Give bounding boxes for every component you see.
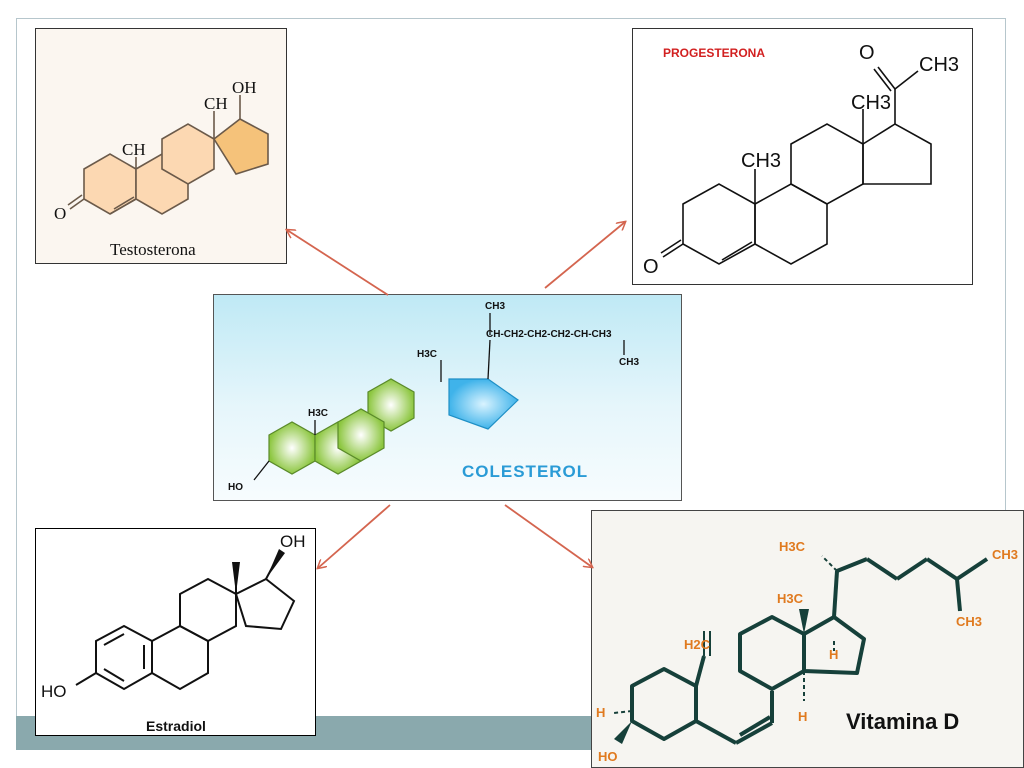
chol-label-chain: CH-CH2-CH2-CH2-CH-CH3 (486, 329, 612, 340)
vitamina-d-structure: H3C CH3 CH3 H3C H2C H H H HO Vitamina D (596, 539, 1018, 764)
estra-name: Estradiol (146, 718, 206, 734)
vitd-label-h-left: H (596, 705, 605, 720)
chol-ring-c2 (337, 408, 385, 462)
testo-name: Testosterona (110, 240, 196, 259)
arrow-to-estradiol (318, 504, 391, 568)
proge-label-o-top: O (859, 42, 875, 64)
colesterol-panel: HO H3C H3C CH3 CH-CH2-CH2-CH2-CH-CH3 CH3… (213, 294, 682, 501)
estradiol-panel: OH HO Estradiol (35, 528, 316, 736)
chol-label-ho: HO (228, 482, 243, 493)
vitd-label-ch3-branch: CH3 (956, 614, 982, 629)
vitd-label-h3c-top: H3C (779, 539, 806, 554)
vitd-label-ch3-right: CH3 (992, 547, 1018, 562)
estra-ring-c (179, 577, 237, 643)
estra-ring-d (234, 577, 296, 631)
proge-label-o-left: O (643, 256, 659, 278)
proge-ring-d (862, 123, 932, 185)
progesterona-panel: PROGESTERONA O CH3 CH3 O CH3 (632, 28, 973, 285)
vitd-label-h-mid: H (798, 709, 807, 724)
vitd-label-h-right: H (829, 647, 838, 662)
testo-label-o: O (54, 204, 66, 223)
proge-label-ch3-acetyl: CH3 (919, 54, 959, 76)
chol-label-ch3-branch: CH3 (619, 357, 639, 368)
estra-label-ho: HO (41, 682, 67, 701)
vitd-wedge-methyl (799, 609, 809, 634)
arrow-to-testosterona (287, 230, 389, 296)
testo-label-ch-top: CH (204, 94, 228, 113)
chol-label-h3c-top: H3C (417, 349, 437, 360)
vitd-label-h2c: H2C (684, 637, 711, 652)
progesterona-structure: PROGESTERONA O CH3 CH3 O CH3 (643, 42, 959, 278)
testo-ring-d (212, 118, 269, 175)
testosterona-structure: CH CH OH O Testosterona (54, 78, 269, 259)
proge-label-ch3-top: CH3 (851, 92, 891, 114)
chol-name: COLESTEROL (462, 462, 588, 481)
vitd-name: Vitamina D (846, 709, 959, 734)
arrow-to-progesterona (544, 222, 625, 289)
chol-ring-d (448, 378, 519, 430)
testo-label-oh: OH (232, 78, 257, 97)
vitd-wedge-ho (614, 721, 632, 744)
chol-label-ch3-top: CH3 (485, 301, 505, 312)
estra-label-oh: OH (280, 532, 306, 551)
testo-ring-c (161, 123, 215, 185)
estra-wedge-methyl (232, 562, 240, 594)
estradiol-structure: OH HO Estradiol (41, 532, 306, 734)
vitd-label-ho: HO (598, 749, 618, 764)
arrow-to-vitamina-d (504, 504, 592, 567)
colesterol-structure: HO H3C H3C CH3 CH-CH2-CH2-CH2-CH-CH3 CH3… (228, 301, 639, 493)
vitd-ring-d (802, 615, 866, 675)
vitamina-d-panel: H3C CH3 CH3 H3C H2C H H H HO Vitamina D (591, 510, 1024, 768)
proge-name: PROGESTERONA (663, 46, 765, 60)
testo-label-ch: CH (122, 140, 146, 159)
estra-wedge-oh (266, 549, 285, 579)
testosterona-panel: CH CH OH O Testosterona (35, 28, 287, 264)
proge-label-ch3-mid: CH3 (741, 150, 781, 172)
chol-label-h3c-mid: H3C (308, 408, 328, 419)
vitd-label-h3c-mid: H3C (777, 591, 804, 606)
